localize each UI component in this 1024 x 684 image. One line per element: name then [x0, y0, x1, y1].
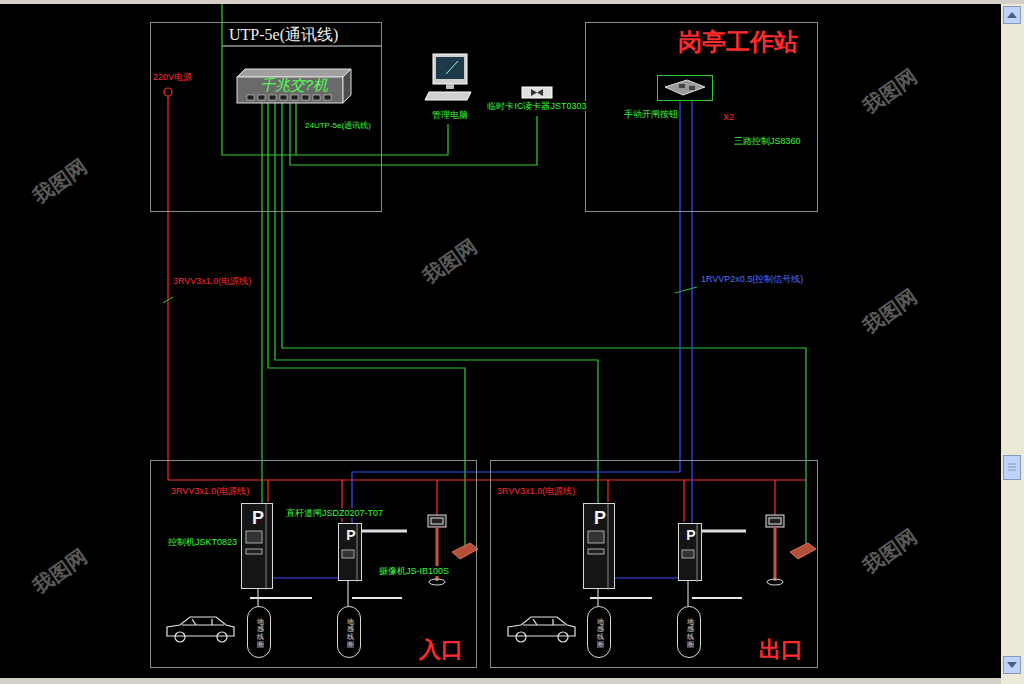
- loop-label: 地感线圈: [687, 618, 694, 649]
- parking-sign: P: [346, 527, 355, 543]
- network-cable: [290, 103, 537, 165]
- watermark: 我图网: [859, 285, 921, 338]
- parking-sign: P: [686, 527, 695, 543]
- network-cable: [296, 103, 448, 155]
- network-cable: [261, 103, 262, 503]
- watermark: 我图网: [29, 155, 91, 208]
- device-label: 手动开闸按钮: [623, 109, 679, 119]
- frame-title: UTP-5e(通讯线): [229, 26, 338, 44]
- device-label: 控制机JSKT0823: [167, 537, 238, 547]
- device-label: 三路控制JS8360: [733, 136, 802, 146]
- device-label: 管理电脑: [431, 110, 469, 120]
- ground-loop: 地感线圈: [677, 606, 701, 658]
- network-switch: 千兆交?机: [237, 69, 351, 103]
- device-label: 直杆道闸JSDZ0207-T07: [285, 508, 384, 518]
- loop-cable: [687, 581, 688, 606]
- quantity-label: X2: [722, 112, 735, 122]
- watermark: 我图网: [419, 235, 481, 288]
- cable-label: 3RVV3x1.0(电源线): [496, 486, 576, 496]
- ground-loop: 地感线圈: [587, 606, 611, 658]
- area-title: 入口: [419, 637, 463, 662]
- barrier-gate: P: [678, 523, 702, 581]
- loop-cable: [597, 589, 598, 606]
- card-reader: 临时卡IC读卡器JST0303: [483, 86, 591, 116]
- loop-label: 地感线圈: [257, 618, 264, 649]
- device-label: 临时卡IC读卡器JST0303: [486, 101, 587, 111]
- watermark: 我图网: [859, 65, 921, 118]
- loop-label: 地感线圈: [347, 618, 354, 649]
- parking-sign: P: [594, 508, 606, 529]
- booth-title: 岗亭工作站: [678, 28, 798, 56]
- watermark: 我图网: [859, 525, 921, 578]
- ticket-machine: P控制机JSKT0823: [241, 503, 273, 589]
- cable-label: 1RVVP2x0.5(控制信号线): [700, 274, 804, 284]
- device-label: 摄像机JS-IB100S: [378, 566, 450, 576]
- manual-open-button: 手动开闸按钮: [657, 75, 713, 101]
- cable-label: 3RVV3x1.0(电源线): [172, 276, 252, 286]
- switch-label: 千兆交?机: [260, 76, 328, 93]
- ground-loop: 地感线圈: [247, 606, 271, 658]
- management-pc: 管理电脑: [425, 52, 475, 124]
- parking-sign: P: [252, 508, 264, 529]
- loop-cable: [257, 589, 258, 606]
- button-symbol: [657, 75, 713, 101]
- watermark: 我图网: [29, 545, 91, 598]
- ground-loop: 地感线圈: [337, 606, 361, 658]
- loop-label: 地感线圈: [597, 618, 604, 649]
- cable-label: 3RVV3x1.0(电源线): [170, 486, 250, 496]
- loop-cable: [347, 581, 348, 606]
- cable-label: 24UTP-5e(通讯线): [304, 121, 372, 130]
- network-cable: [275, 103, 598, 503]
- control-cable: [615, 577, 678, 578]
- power-label: 220V电源: [152, 72, 193, 82]
- barrier-gate: P直杆道闸JSDZ0207-T07: [338, 523, 362, 581]
- control-cable: [273, 577, 338, 578]
- booth-frame: 岗亭工作站手动开闸按钮: [585, 22, 818, 212]
- cabinet-frame: UTP-5e(通讯线) 千兆交?机: [150, 22, 382, 212]
- ticket-machine: P: [583, 503, 615, 589]
- area-title: 出口: [759, 637, 803, 662]
